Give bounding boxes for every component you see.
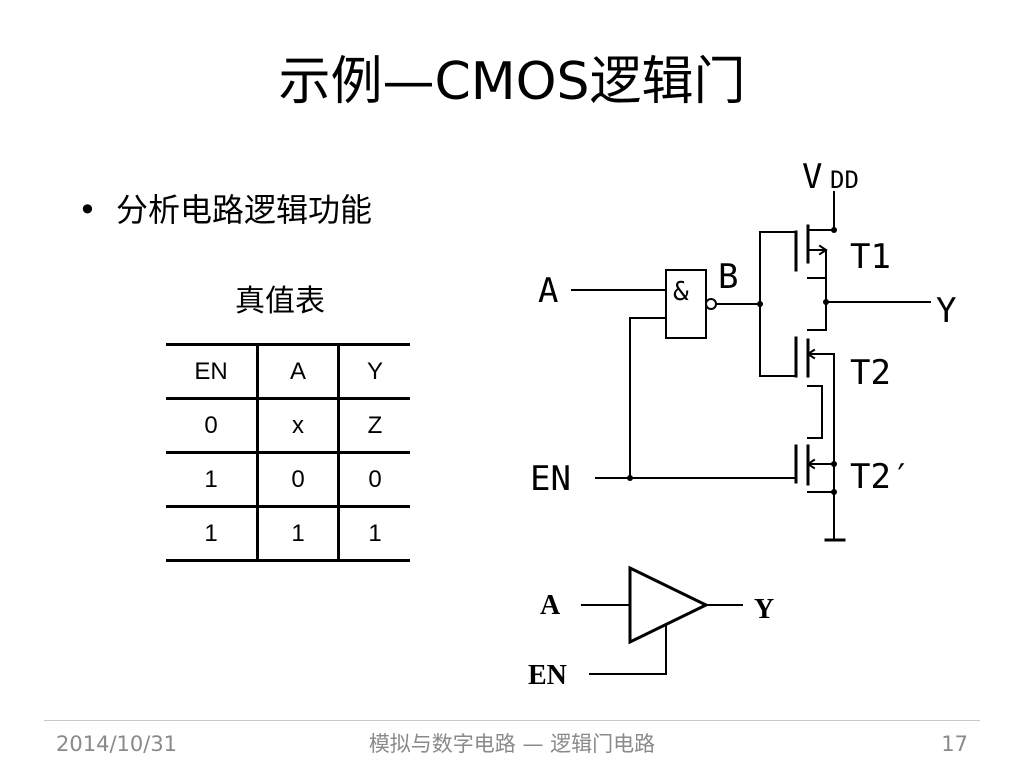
table-cell: 0 [337,452,410,508]
table-cell: 1 [256,506,339,562]
table-row: 1 0 0 [166,452,410,508]
header-y: Y [337,343,410,400]
table-header-row: EN A Y [166,343,410,400]
slide-title: 示例—CMOS逻辑门 [278,52,746,112]
vdd-v-label: V [802,157,822,197]
bullet-dot: • [78,191,97,229]
table-cell: x [256,398,339,454]
footer-date: 2014/10/31 [56,732,178,756]
table-cell: Z [337,398,410,454]
bullet-text: 分析电路逻辑功能 [116,191,373,229]
vdd-sub-label: DD [830,166,859,194]
table-row: 1 1 1 [166,506,410,562]
t2-prime-label: T2′ [850,457,911,497]
table-caption: 真值表 [235,284,325,319]
t2-label: T2 [850,353,891,393]
buffer-en-label: EN [528,660,567,691]
table-cell: 1 [337,506,410,562]
footer-divider [44,720,980,721]
table-cell: 0 [166,398,258,454]
page-number: 17 [941,732,968,756]
b-node-label: B [718,257,738,297]
header-a: A [256,343,339,400]
bullet-item: • 分析电路逻辑功能 [78,188,372,232]
buffer-y-label: Y [754,594,774,625]
header-en: EN [166,343,258,400]
table-cell: 1 [166,506,258,562]
table-row: 0 x Z [166,398,410,454]
t1-label: T1 [850,237,891,277]
y-output-label: Y [936,291,956,331]
footer-title: 模拟与数字电路 — 逻辑门电路 [368,732,656,756]
buffer-a-label: A [540,590,561,621]
truth-table: EN A Y 0 x Z 1 0 0 1 1 1 [166,343,410,562]
nand-symbol-label: & [673,277,689,307]
a-input-label: A [538,271,558,311]
table-cell: 1 [166,452,258,508]
table-cell: 0 [256,452,339,508]
en-input-label: EN [530,459,571,499]
